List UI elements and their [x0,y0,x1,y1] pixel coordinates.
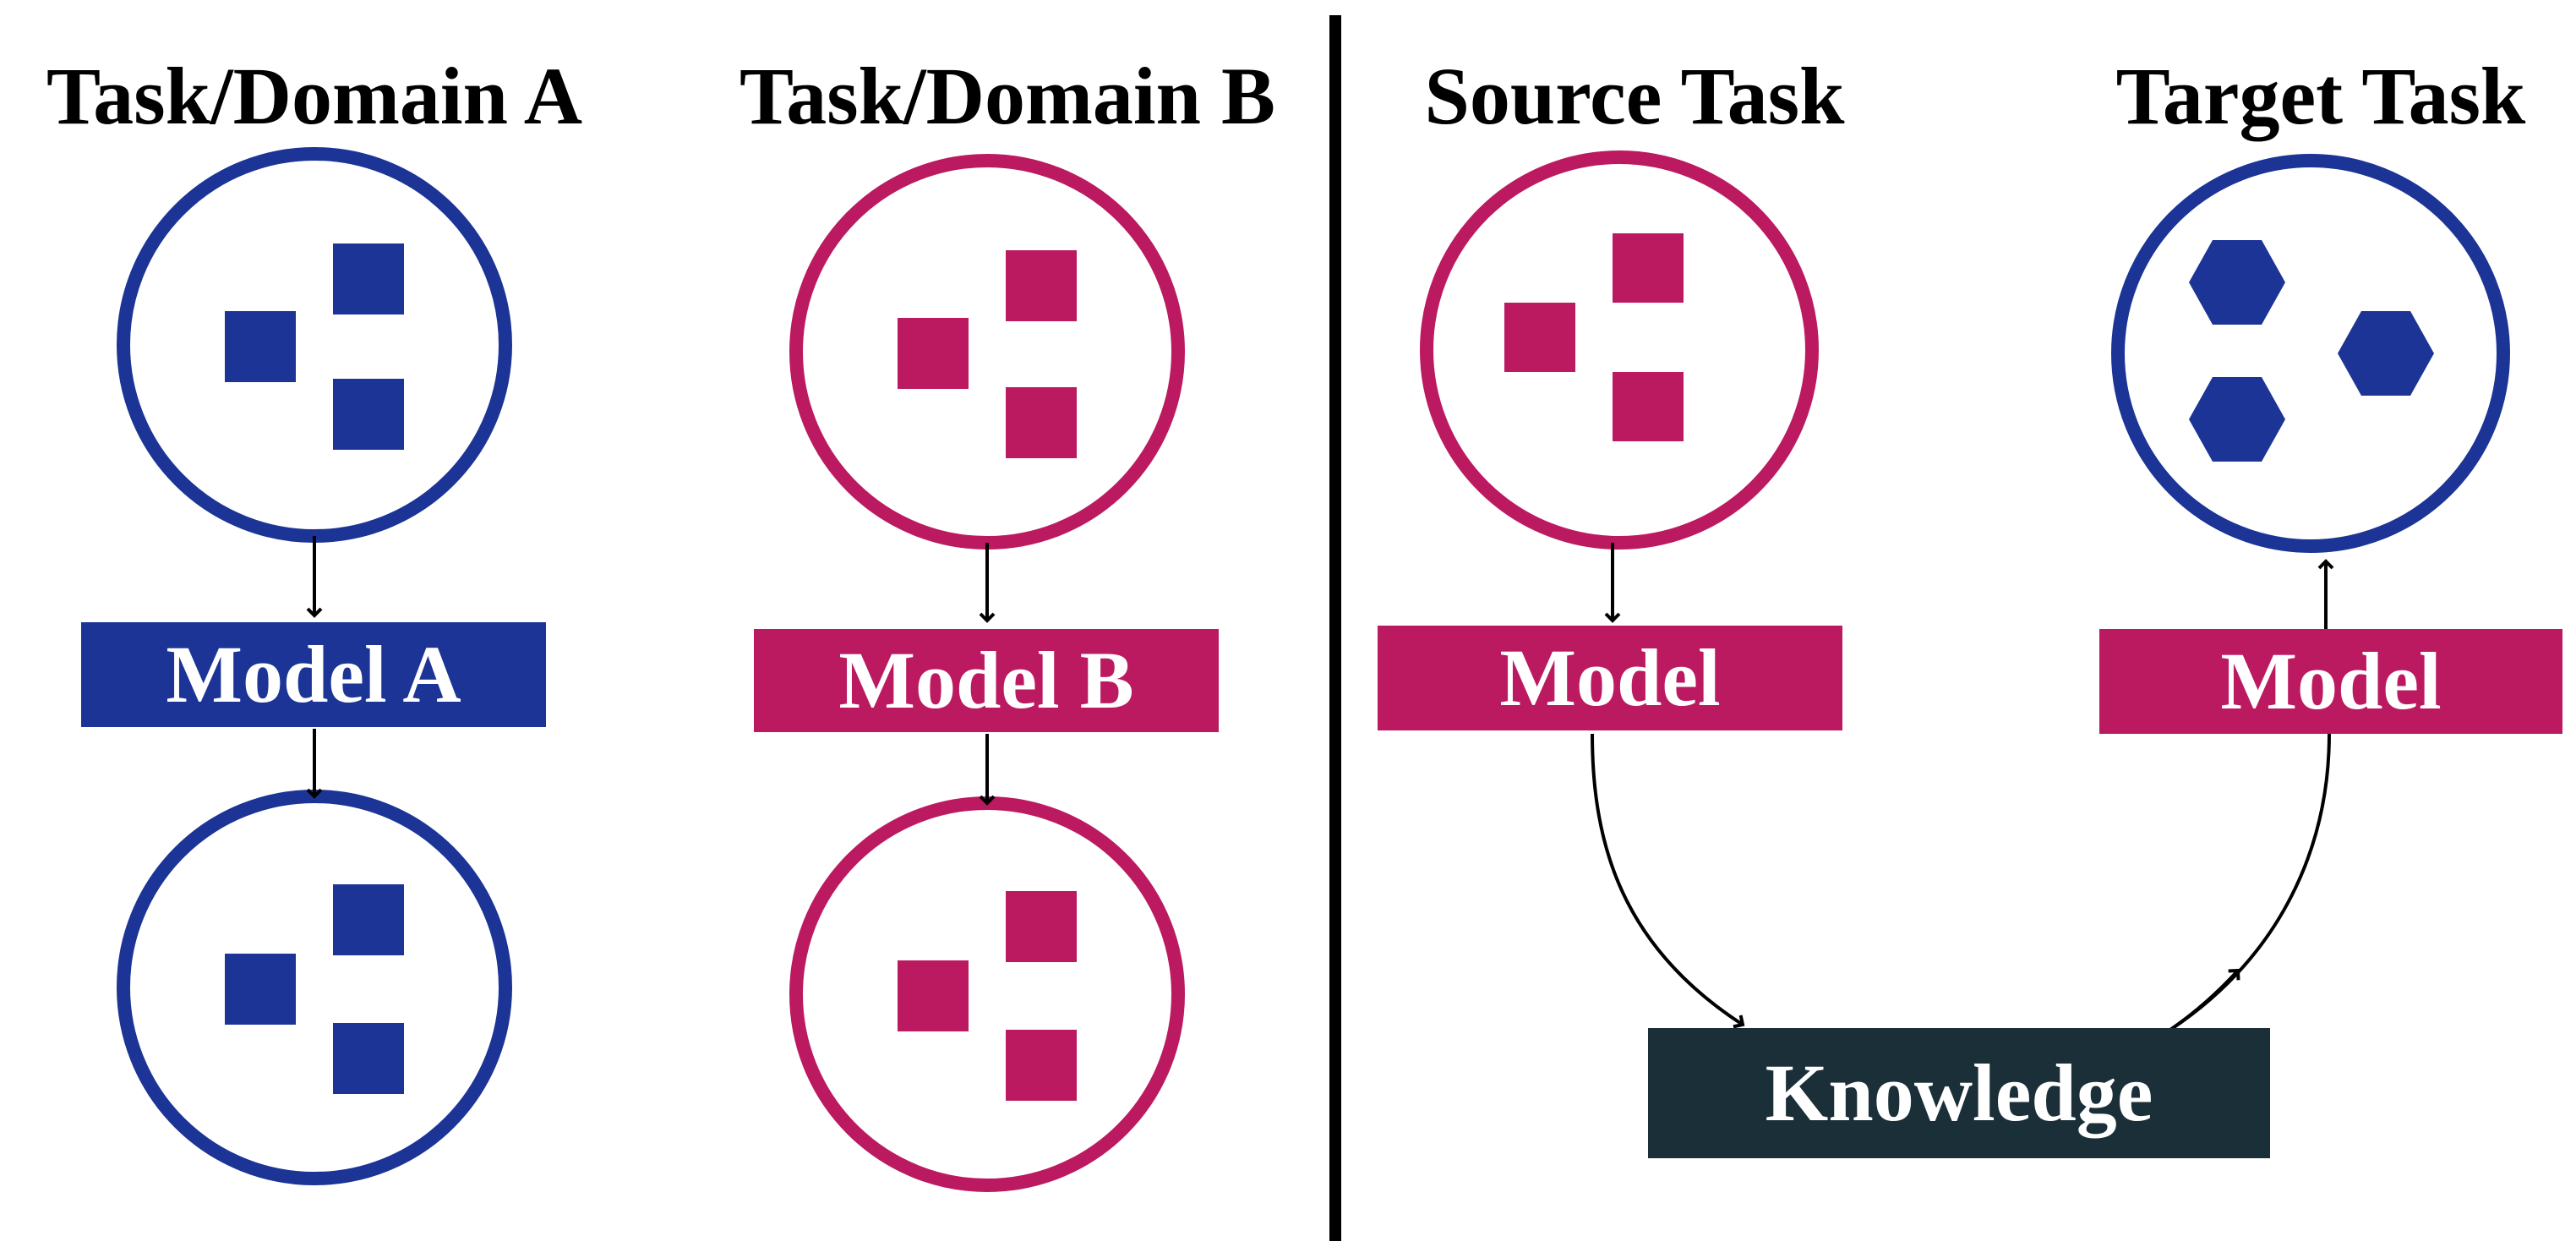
arrow-knowledge-to-model [2169,733,2331,1031]
hexagon-icon [2189,240,2434,462]
title-target-task: Target Task [2115,51,2526,141]
domain-a-output-circle [117,790,512,1185]
title-domain-a: Task/Domain A [46,51,583,141]
title-domain-b: Task/Domain B [739,51,1276,141]
domain-a-input-circle [117,147,512,543]
model-b-box: Model B [754,629,1219,732]
target-model-box: Model [2099,629,2562,734]
arrow-model-to-knowledge [1591,733,1745,1029]
title-source-task: Source Task [1424,51,1845,141]
square-icon [1504,233,1684,441]
square-icon [898,891,1077,1101]
square-icon [898,250,1077,458]
flow-arrows [306,536,2334,1031]
domain-b-input-circle [789,154,1185,550]
knowledge-box: Knowledge [1648,1028,2270,1158]
domain-b-output-circle [789,796,1185,1192]
arrow-knowledge-to-model-head [2169,968,2240,1031]
square-icon [225,243,404,450]
target-task-circle [2111,154,2510,553]
square-icon [225,884,404,1094]
source-model-box: Model [1378,626,1842,730]
model-a-box: Model A [81,622,546,727]
source-task-circle [1420,150,1819,550]
